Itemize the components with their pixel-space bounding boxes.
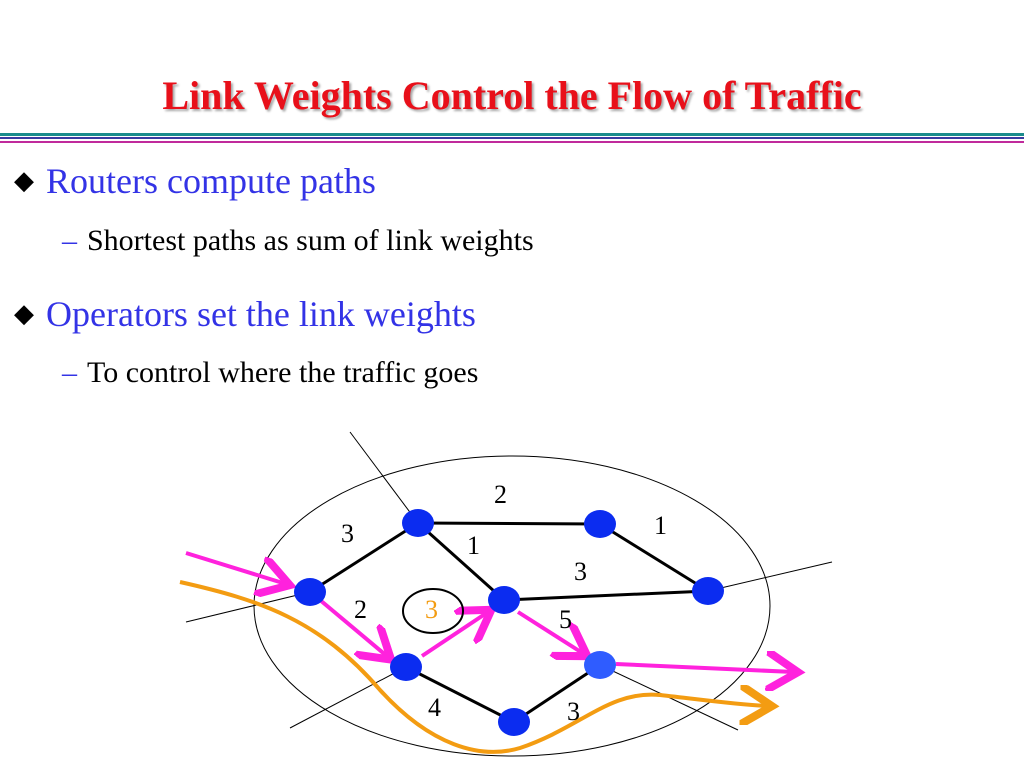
- weight-label: 1: [467, 531, 480, 560]
- sub-bullet-1: –Shortest paths as sum of link weights: [62, 224, 534, 258]
- pink-traffic-path: [185, 551, 286, 584]
- router-node: [402, 509, 434, 537]
- title-rule-blue: [0, 137, 1024, 139]
- router-node: [294, 578, 326, 606]
- diamond-bullet-icon: ◆: [14, 299, 34, 328]
- bullet-1: ◆ Routers compute paths: [14, 160, 376, 202]
- circled-weight-label: 3: [425, 595, 438, 624]
- pink-traffic-path: [516, 610, 584, 654]
- dash-icon: –: [62, 224, 77, 257]
- title-rule-teal: [0, 133, 1024, 136]
- router-node: [584, 651, 616, 679]
- link: [503, 589, 709, 602]
- bullet-1-text: Routers compute paths: [46, 161, 376, 201]
- circled-weight-outline: [402, 588, 464, 634]
- external-link: [289, 666, 407, 729]
- title-rule-magenta: [0, 141, 1024, 143]
- weight-label: 2: [494, 480, 507, 509]
- router-node: [498, 708, 530, 736]
- weight-label: 4: [428, 693, 441, 722]
- diamond-bullet-icon: ◆: [14, 166, 34, 195]
- router-node: [488, 586, 520, 614]
- weight-label: 3: [574, 557, 587, 586]
- pink-traffic-path: [420, 612, 488, 658]
- router-node: [390, 653, 422, 681]
- weight-label: 1: [654, 511, 667, 540]
- weight-label: 2: [354, 595, 367, 624]
- dash-icon: –: [62, 356, 77, 389]
- external-link: [707, 561, 833, 592]
- bullet-2-text: Operators set the link weights: [46, 294, 476, 334]
- orange-traffic-path: [179, 580, 768, 754]
- weight-label: 3: [567, 697, 580, 726]
- link: [405, 665, 515, 724]
- router-node: [692, 577, 724, 605]
- pink-traffic-path: [318, 598, 388, 657]
- bullet-2: ◆ Operators set the link weights: [14, 293, 476, 335]
- slide-title: Link Weights Control the Flow of Traffic: [162, 73, 862, 118]
- weight-label: 3: [341, 519, 354, 548]
- sub-bullet-1-text: Shortest paths as sum of link weights: [87, 224, 534, 257]
- weight-label: 5: [559, 605, 572, 634]
- router-node: [584, 510, 616, 538]
- pink-traffic-path: [615, 664, 794, 672]
- external-link: [349, 431, 419, 524]
- sub-bullet-2: –To control where the traffic goes: [62, 356, 478, 390]
- link: [417, 521, 601, 526]
- link: [599, 522, 709, 593]
- link: [416, 521, 506, 602]
- sub-bullet-2-text: To control where the traffic goes: [87, 356, 479, 389]
- link: [309, 521, 419, 594]
- link: [513, 663, 601, 724]
